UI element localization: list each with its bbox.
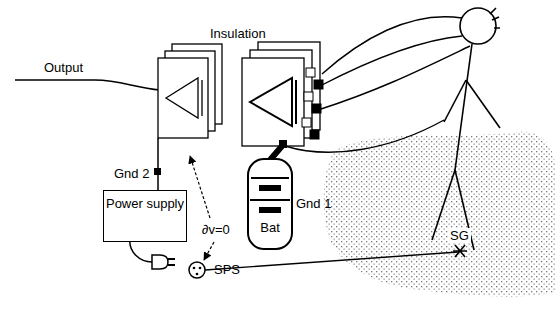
isolation-amplifier xyxy=(158,44,222,138)
ground-region xyxy=(324,132,556,297)
gnd1-connection xyxy=(270,146,282,160)
electrode-terminals xyxy=(302,68,323,139)
output-label: Output xyxy=(42,60,85,75)
socket-label: SPS xyxy=(212,262,242,277)
insulation-label: Insulation xyxy=(208,26,268,41)
electrode-leads xyxy=(285,17,470,153)
node-text: Power supply xyxy=(104,196,186,211)
input-amplifier xyxy=(242,42,320,146)
mains-plug xyxy=(152,255,175,269)
gnd1-terminal xyxy=(279,140,287,148)
mains-socket xyxy=(189,262,205,278)
gnd2-lead xyxy=(157,138,159,168)
ground-point xyxy=(453,245,467,257)
gnd-label: Gnd 2 xyxy=(112,166,151,181)
subject-figure xyxy=(432,8,500,250)
battery-symbol: Bat xyxy=(247,158,293,250)
ground-wire xyxy=(205,252,458,270)
power-supply-box: Power supply xyxy=(103,190,187,242)
supply-wire xyxy=(157,175,159,190)
output-wire xyxy=(15,80,160,90)
equipotential-arrows xyxy=(190,156,214,260)
equipotential-label: ∂v=0 xyxy=(200,222,232,237)
gnd-label: Gnd 1 xyxy=(294,196,333,211)
ground-point-label: SG xyxy=(448,228,471,243)
gnd2-terminal xyxy=(154,168,161,175)
battery-outline xyxy=(247,158,293,250)
node-text: Bat xyxy=(247,220,293,235)
